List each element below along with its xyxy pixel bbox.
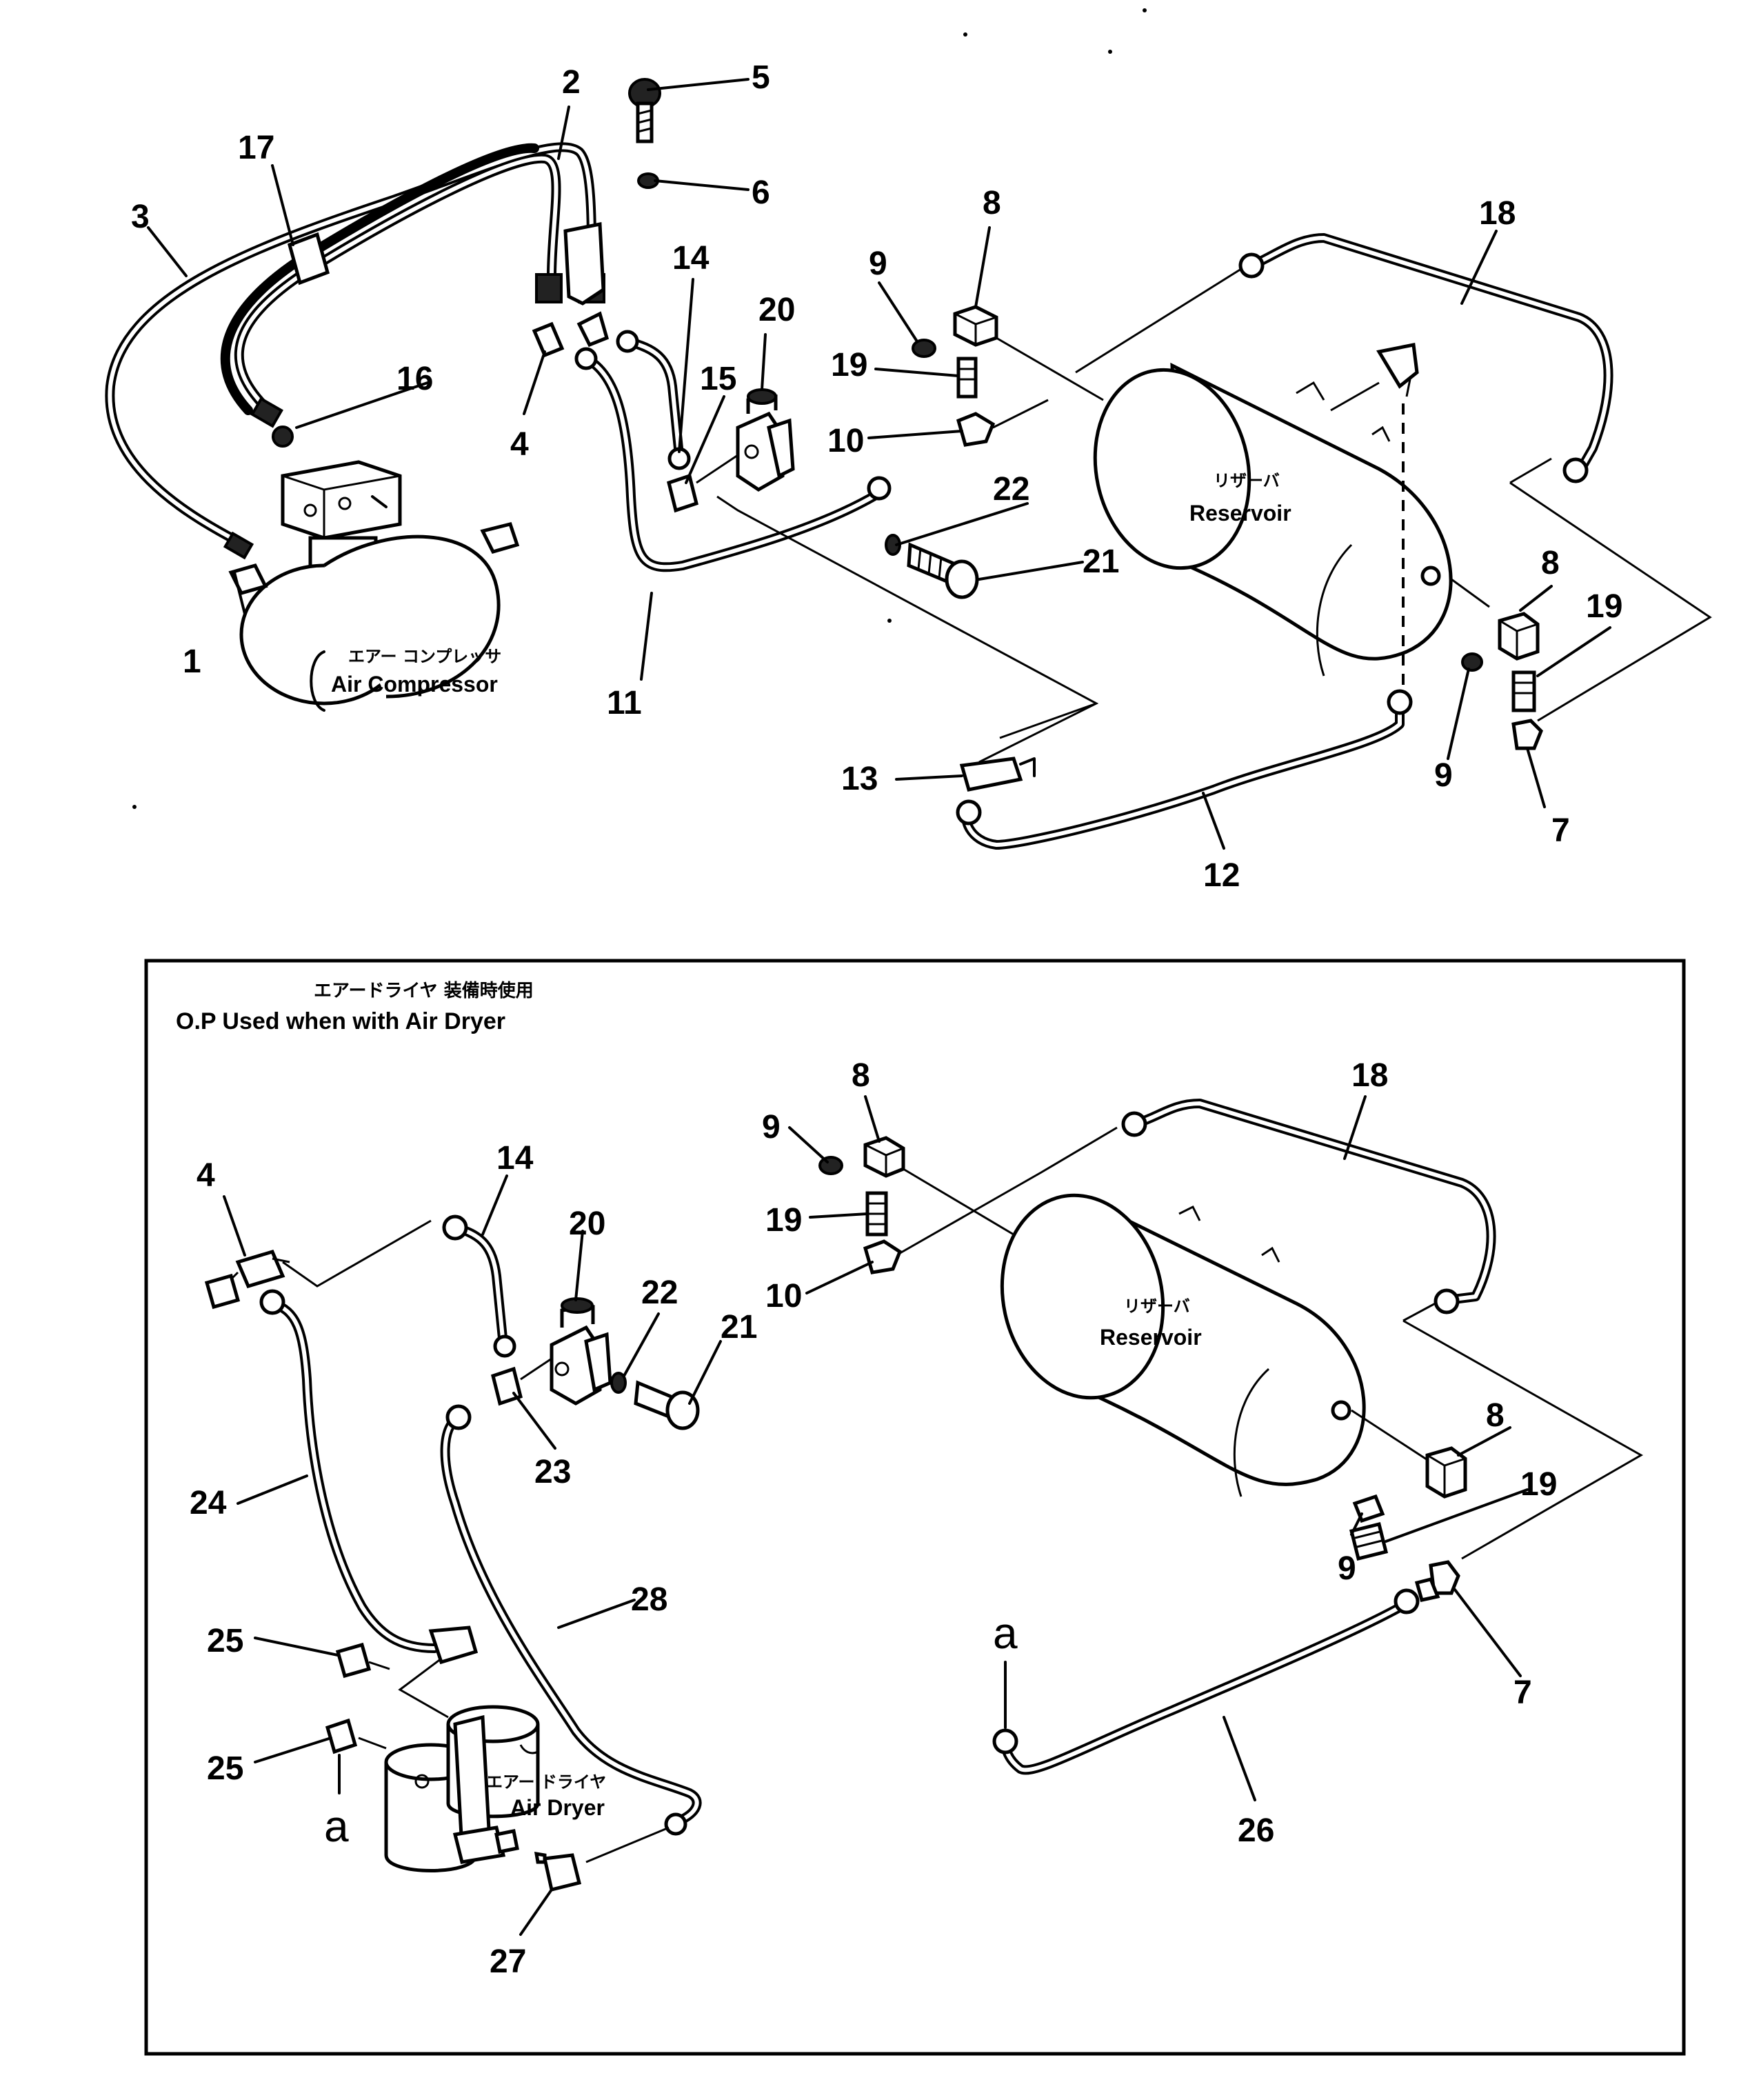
callout-b-23: 23 bbox=[534, 1454, 571, 1490]
callout-5: 5 bbox=[752, 59, 770, 96]
callout-16: 16 bbox=[396, 361, 433, 397]
option-label-en: O.P Used when with Air Dryer bbox=[176, 1008, 505, 1034]
callout-15: 15 bbox=[700, 361, 736, 397]
callout-b-19-b: 19 bbox=[1520, 1466, 1557, 1503]
air-dryer-label-en: Air Dryer bbox=[510, 1795, 605, 1820]
callout-b-28: 28 bbox=[631, 1581, 667, 1618]
top-leader-lines bbox=[147, 78, 1611, 850]
callout-19-a: 19 bbox=[831, 347, 867, 383]
callout-b-7: 7 bbox=[1513, 1674, 1532, 1711]
callout-b-8-b: 8 bbox=[1486, 1397, 1505, 1434]
callout-18: 18 bbox=[1479, 195, 1516, 232]
callout-b-20: 20 bbox=[569, 1206, 605, 1242]
callout-2: 2 bbox=[562, 64, 581, 101]
bottom-leader-lines bbox=[223, 1095, 1529, 1936]
callout-b-4: 4 bbox=[197, 1157, 215, 1194]
callout-14: 14 bbox=[672, 240, 710, 277]
callout-b-9-a: 9 bbox=[762, 1109, 781, 1146]
callout-22: 22 bbox=[993, 471, 1029, 508]
option-label-jp: エアードライヤ 装備時使用 bbox=[314, 980, 534, 1001]
callout-b-a-2: a bbox=[324, 1801, 349, 1851]
callout-b-24: 24 bbox=[190, 1485, 227, 1521]
top-callouts: 1 2 3 4 5 6 7 8 8 9 9 10 11 12 13 14 15 … bbox=[131, 59, 1622, 894]
callout-b-26: 26 bbox=[1238, 1812, 1274, 1849]
reservoir-top bbox=[1093, 343, 1453, 677]
reservoir-bottom bbox=[1000, 1193, 1366, 1497]
callout-17: 17 bbox=[238, 130, 274, 166]
bottom-assembly: エアー ドライヤ Air Dryer リザーバ Reservoir bbox=[204, 1099, 1644, 1892]
callout-13: 13 bbox=[841, 761, 878, 797]
callout-8-b: 8 bbox=[1541, 545, 1560, 581]
callout-1: 1 bbox=[183, 643, 201, 680]
callout-7: 7 bbox=[1551, 812, 1570, 849]
air-compressor-label-jp: エアー コンプレッサ bbox=[348, 647, 501, 666]
callout-b-27: 27 bbox=[490, 1943, 526, 1980]
callout-b-a-1: a bbox=[993, 1608, 1018, 1658]
reservoir-label-en: Reservoir bbox=[1189, 501, 1291, 526]
callout-b-21: 21 bbox=[721, 1309, 757, 1346]
callout-b-8-a: 8 bbox=[852, 1057, 870, 1094]
air-compressor-label-en: Air Compressor bbox=[331, 672, 498, 697]
callout-4: 4 bbox=[510, 426, 529, 463]
callout-6: 6 bbox=[752, 174, 770, 211]
air-dryer-label-jp: エアー ドライヤ bbox=[486, 1772, 606, 1792]
callout-b-19-a: 19 bbox=[765, 1202, 802, 1239]
callout-8-a: 8 bbox=[983, 185, 1001, 221]
bottom-callouts: 4 7 8 8 9 9 10 14 18 19 19 20 21 22 23 2… bbox=[190, 1057, 1557, 1980]
callout-b-9-b: 9 bbox=[1338, 1550, 1356, 1587]
callout-21: 21 bbox=[1083, 543, 1119, 580]
callout-3: 3 bbox=[131, 199, 150, 235]
callout-b-14: 14 bbox=[496, 1140, 534, 1177]
option-frame bbox=[144, 959, 1686, 2056]
air-dryer bbox=[384, 1705, 540, 1872]
reservoir-label-jp-bottom: リザーバ bbox=[1124, 1297, 1190, 1316]
valve-20 bbox=[736, 388, 795, 492]
callout-b-22: 22 bbox=[641, 1274, 678, 1311]
air-compressor bbox=[239, 460, 520, 706]
reservoir-label-jp: リザーバ bbox=[1214, 471, 1280, 490]
callout-b-18: 18 bbox=[1351, 1057, 1388, 1094]
callout-10: 10 bbox=[827, 423, 864, 459]
callout-9-b: 9 bbox=[1434, 757, 1453, 794]
callout-20: 20 bbox=[758, 292, 795, 328]
top-assembly: エアー コンプレッサ Air Compressor bbox=[105, 78, 1712, 850]
callout-b-25-b: 25 bbox=[207, 1750, 243, 1787]
callout-19-b: 19 bbox=[1586, 588, 1622, 625]
callout-9-a: 9 bbox=[869, 246, 887, 282]
callout-b-25-a: 25 bbox=[207, 1623, 243, 1659]
callout-11: 11 bbox=[607, 685, 642, 721]
callout-b-10: 10 bbox=[765, 1278, 802, 1314]
callout-12: 12 bbox=[1203, 857, 1240, 894]
reservoir-label-en-bottom: Reservoir bbox=[1100, 1325, 1202, 1350]
